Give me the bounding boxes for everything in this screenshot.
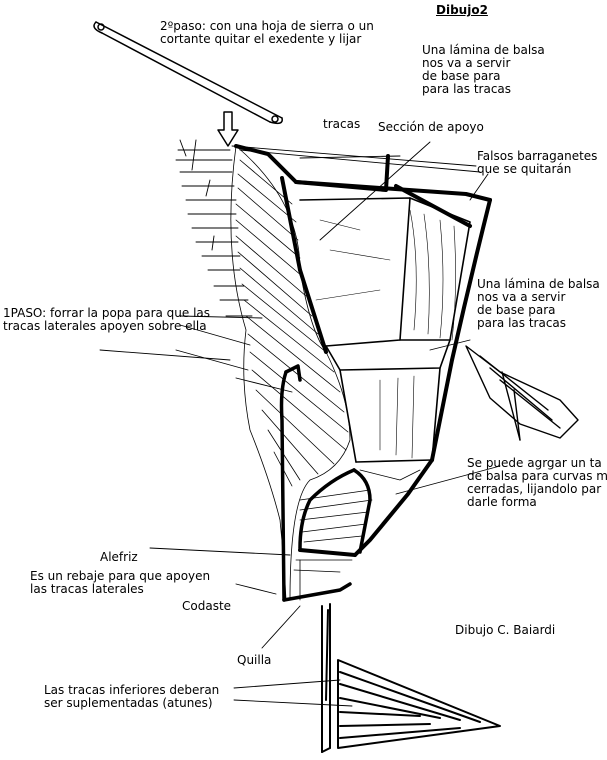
- label-quilla: Quilla: [237, 653, 272, 667]
- stern-frame: [234, 144, 492, 557]
- label-falsos-barraganetes: Falsos barraganetes que se quitarán: [477, 149, 598, 176]
- label-autor: Dibujo C. Baiardi: [455, 623, 556, 637]
- label-paso2: 2ºpaso: con una hoja de sierra o un cort…: [160, 19, 374, 46]
- balsa-sheet-drawing: [465, 345, 579, 441]
- label-codaste: Codaste: [182, 599, 232, 613]
- cut-arrow: [217, 111, 239, 147]
- keel-drawing: [321, 603, 501, 753]
- label-alefriz: Alefriz: [100, 550, 138, 564]
- saw-blade-drawing: [93, 21, 283, 125]
- label-alefriz-desc: Es un rebaje para que apoyen las tracas …: [30, 569, 211, 596]
- diagram-title: Dibujo2: [436, 3, 488, 17]
- planking-lines: [175, 139, 293, 393]
- taco-hatch: [293, 469, 421, 601]
- transom-top-lines: [231, 145, 481, 173]
- transom-box: [299, 197, 471, 463]
- label-lamina-top: Una lámina de balsa nos va a servir de b…: [422, 43, 545, 96]
- label-tracas-inferiores: Las tracas inferiores deberan ser suplem…: [44, 683, 220, 710]
- transom-grain: [315, 209, 456, 459]
- label-lamina-mid: Una lámina de balsa nos va a servir de b…: [477, 277, 600, 330]
- label-paso1: 1PASO: forrar la popa para que las traca…: [3, 306, 211, 333]
- label-taco: Se puede agrgar un ta de balsa para curv…: [467, 457, 607, 509]
- label-seccion-apoyo: Sección de apoyo: [378, 120, 484, 134]
- pointer-lines: [99, 141, 501, 707]
- hull-side-hatch: [230, 145, 351, 601]
- label-tracas: tracas: [323, 117, 361, 131]
- codaste-post: [279, 364, 372, 602]
